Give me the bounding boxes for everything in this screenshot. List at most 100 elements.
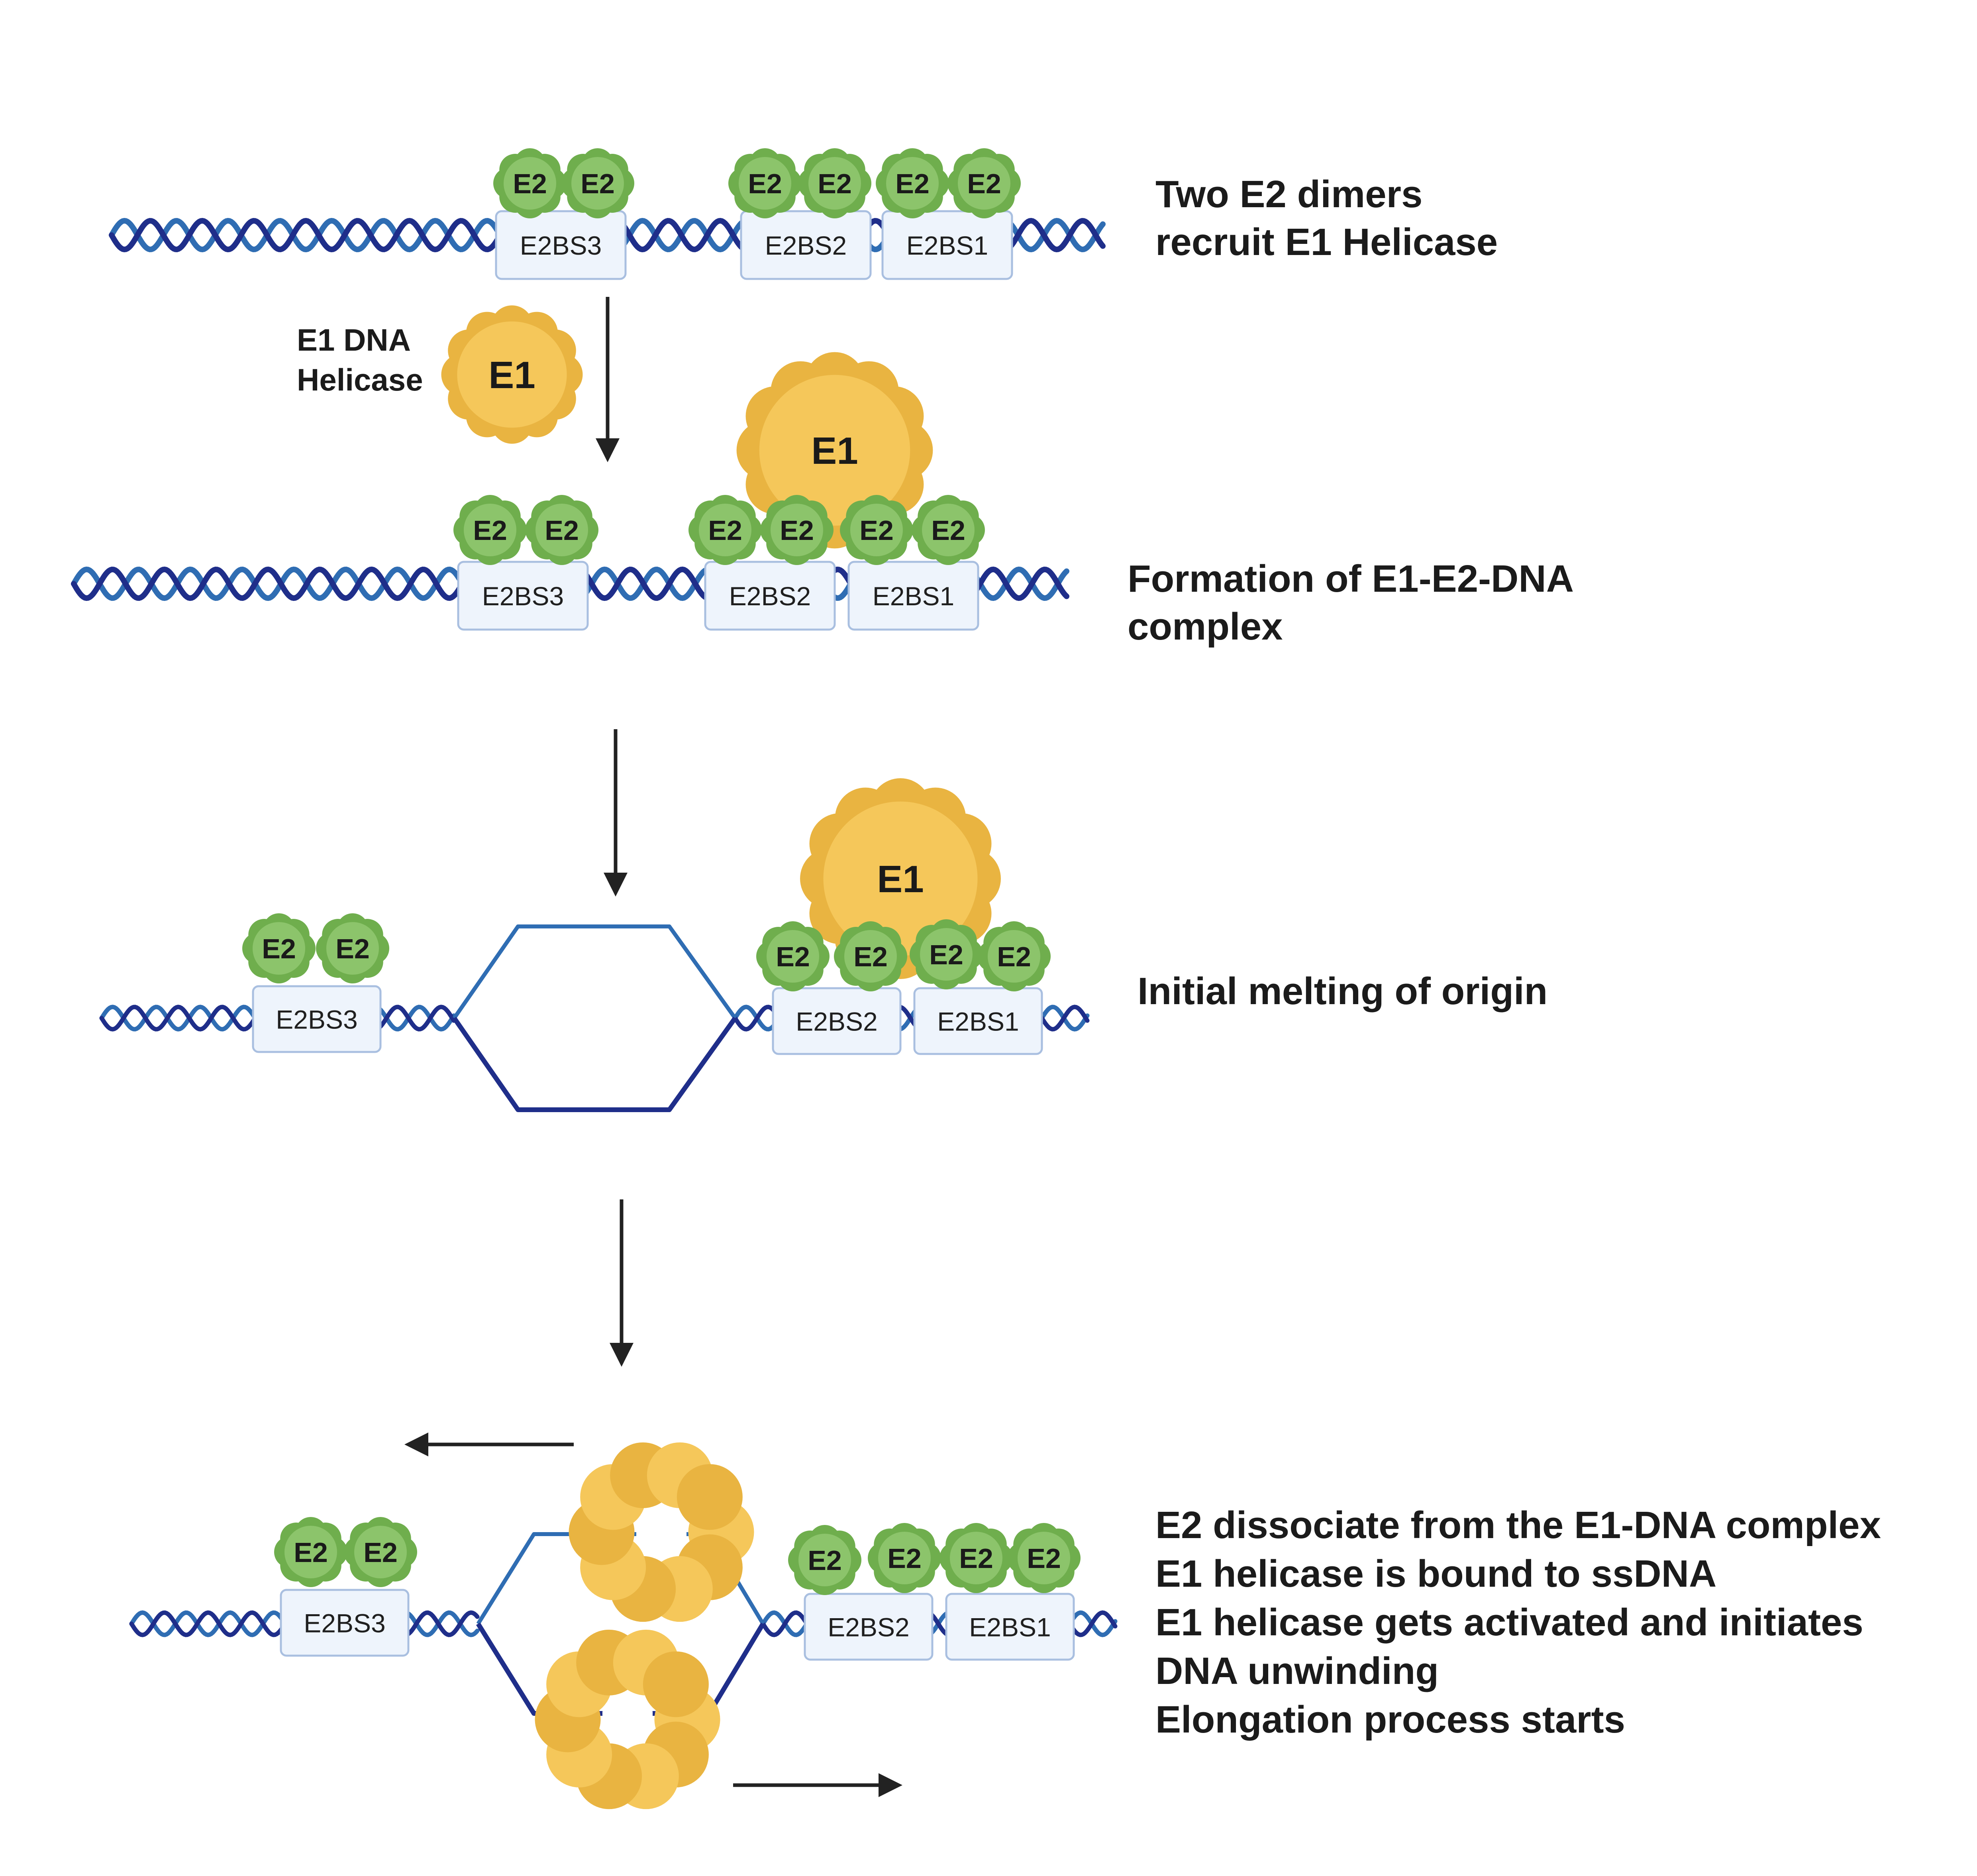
e2-protein: E2 bbox=[876, 148, 949, 218]
e2-body bbox=[958, 157, 1010, 210]
e2-label: E2 bbox=[929, 939, 963, 970]
e2-protein: E2 bbox=[910, 919, 983, 989]
step-3-line-1: Initial melting of origin bbox=[1138, 970, 1547, 1013]
binding-site-label: E2BS3 bbox=[482, 581, 564, 611]
step-3-description: Initial melting of origin bbox=[1138, 970, 1547, 1013]
e2-label: E2 bbox=[818, 168, 852, 199]
e1-ring-subunit bbox=[677, 1464, 743, 1530]
binding-site-e2bs2-step1: E2BS2 bbox=[740, 210, 872, 280]
e2-body bbox=[878, 1532, 931, 1584]
binding-site-e2bs2-step3: E2BS2 bbox=[772, 987, 902, 1055]
binding-site-e2bs3-step2: E2BS3 bbox=[457, 561, 589, 631]
step-4-line-2: E1 helicase is bound to ssDNA bbox=[1155, 1552, 1716, 1595]
e2-body bbox=[284, 1526, 337, 1578]
e2-body bbox=[771, 504, 823, 556]
e2-label: E2 bbox=[335, 933, 370, 964]
arrow-step2-to-step3 bbox=[604, 729, 628, 897]
e2-body bbox=[535, 504, 588, 556]
e2-protein: E2 bbox=[760, 495, 834, 565]
e2-label: E2 bbox=[776, 941, 810, 972]
binding-site-box bbox=[772, 987, 902, 1055]
binding-site-label: E2BS3 bbox=[276, 1005, 357, 1034]
binding-site-box bbox=[847, 561, 979, 631]
binding-site-e2bs2-step2: E2BS2 bbox=[704, 561, 836, 631]
binding-site-label: E2BS3 bbox=[520, 231, 602, 260]
e1-body bbox=[457, 321, 567, 428]
e2-protein: E2 bbox=[453, 495, 527, 565]
e2-body bbox=[1018, 1532, 1070, 1584]
binding-site-e2bs3-step1: E2BS3 bbox=[495, 210, 627, 280]
e2-label: E2 bbox=[859, 515, 894, 546]
step-4-line-1: E2 dissociate from the E1-DNA complex bbox=[1155, 1504, 1881, 1546]
e2-label: E2 bbox=[581, 168, 615, 199]
e2-protein: E2 bbox=[756, 921, 830, 991]
e2-protein: E2 bbox=[947, 148, 1021, 218]
e2-protein: E2 bbox=[788, 1525, 861, 1595]
step-4-line-5: Elongation process starts bbox=[1155, 1698, 1625, 1741]
e2-protein: E2 bbox=[274, 1517, 347, 1587]
e1-free-label-line2: Helicase bbox=[297, 362, 423, 397]
binding-site-e2bs3-step3: E2BS3 bbox=[252, 985, 382, 1053]
e2-body bbox=[326, 922, 379, 975]
e1-body bbox=[823, 801, 978, 956]
binding-site-box bbox=[804, 1593, 934, 1661]
binding-site-e2bs1-step1: E2BS1 bbox=[881, 210, 1013, 280]
e2-label: E2 bbox=[997, 941, 1031, 972]
binding-site-box bbox=[881, 210, 1013, 280]
arrow-head bbox=[879, 1773, 902, 1797]
e2-body bbox=[504, 157, 556, 210]
binding-site-label: E2BS1 bbox=[873, 581, 954, 611]
e2-body bbox=[922, 504, 975, 556]
binding-site-e2bs1-step2: E2BS1 bbox=[847, 561, 979, 631]
e2-label: E2 bbox=[887, 1543, 922, 1574]
binding-site-e2bs1-step3: E2BS1 bbox=[913, 987, 1043, 1055]
melted-origin-bubble-step3 bbox=[452, 924, 737, 1112]
binding-site-label: E2BS1 bbox=[906, 231, 988, 260]
arrow-head bbox=[604, 873, 628, 897]
step-2-line-1: Formation of E1-E2-DNA bbox=[1128, 557, 1574, 600]
arrow-layer bbox=[404, 297, 902, 1797]
e2-label: E2 bbox=[748, 168, 782, 199]
e2-label: E2 bbox=[1027, 1543, 1061, 1574]
e2-protein: E2 bbox=[939, 1523, 1013, 1593]
e2-body bbox=[886, 157, 939, 210]
arrow-step1-to-step2 bbox=[596, 297, 620, 462]
e2-label: E2 bbox=[853, 941, 888, 972]
binding-site-e2bs3-step4: E2BS3 bbox=[280, 1589, 410, 1657]
e2-body bbox=[699, 504, 751, 556]
e1-ring-subunit bbox=[643, 1651, 709, 1717]
e2-protein: E2 bbox=[493, 148, 567, 218]
e2-body bbox=[571, 157, 624, 210]
binding-site-box bbox=[495, 210, 627, 280]
e2-protein: E2 bbox=[868, 1523, 941, 1593]
e2-body bbox=[988, 930, 1040, 983]
arrow-step3-to-step4 bbox=[610, 1199, 634, 1367]
arrow-leftward-unwinding bbox=[404, 1433, 574, 1456]
binding-site-label: E2BS2 bbox=[729, 581, 811, 611]
e2-body bbox=[950, 1532, 1002, 1584]
e2-label: E2 bbox=[959, 1543, 993, 1574]
binding-site-box bbox=[457, 561, 589, 631]
e2-protein: E2 bbox=[344, 1517, 417, 1587]
binding-site-box bbox=[740, 210, 872, 280]
e2-body bbox=[798, 1534, 851, 1586]
e1-helicase-ring-top bbox=[569, 1442, 754, 1622]
step-2-line-2: complex bbox=[1128, 605, 1283, 648]
arrow-head bbox=[596, 438, 620, 462]
e2-label: E2 bbox=[262, 933, 296, 964]
e2-body bbox=[253, 922, 305, 975]
e2-protein: E2 bbox=[834, 921, 907, 991]
e2-label: E2 bbox=[513, 168, 547, 199]
arrow-head bbox=[610, 1343, 634, 1367]
binding-site-label: E2BS3 bbox=[304, 1609, 385, 1638]
binding-site-label: E2BS1 bbox=[969, 1613, 1051, 1642]
arrow-rightward-unwinding bbox=[733, 1773, 902, 1797]
arrow-head bbox=[404, 1433, 428, 1456]
binding-site-e2bs1-step4: E2BS1 bbox=[945, 1593, 1075, 1661]
e1-helicase-ring-bottom bbox=[535, 1629, 720, 1809]
e2-body bbox=[920, 928, 973, 981]
step-1-line-1: Two E2 dimers bbox=[1155, 173, 1422, 216]
e2-label: E2 bbox=[895, 168, 930, 199]
